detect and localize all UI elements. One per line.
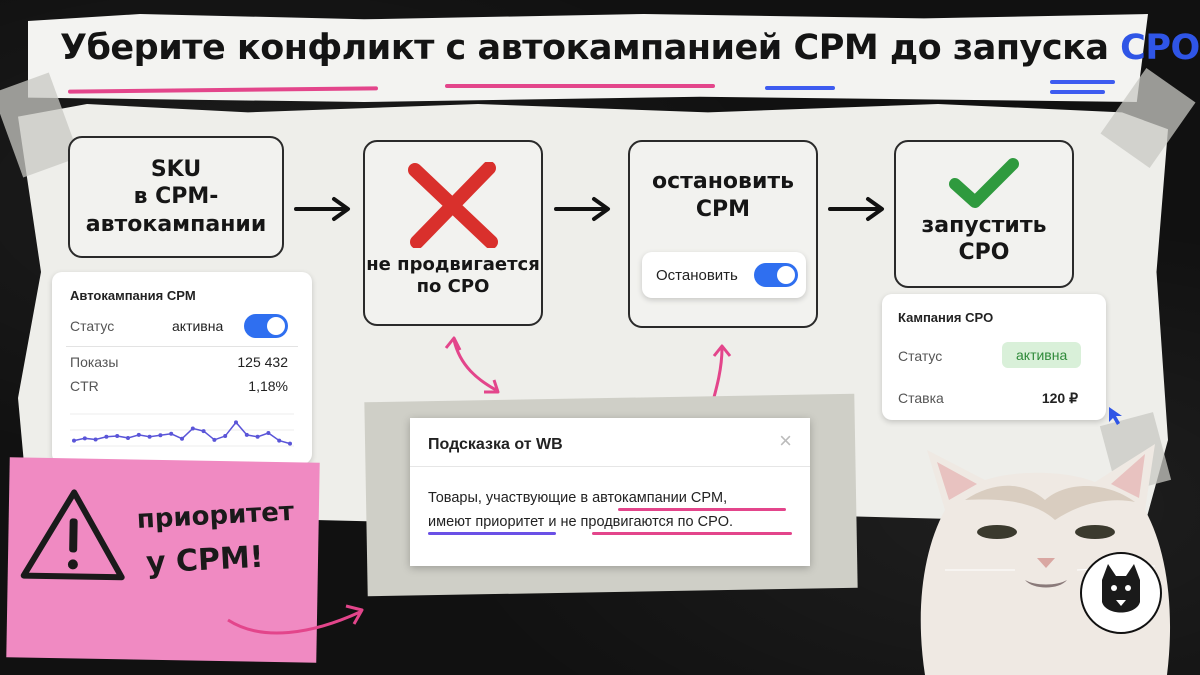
arrow-icon [554,197,610,221]
stop-cpm-control[interactable]: Остановить [642,252,806,298]
pink-sticky-note: приоритет у CPM! [6,457,320,663]
wb-hint-tooltip: Подсказка от WB × Товары, участвующие в … [410,418,810,566]
divider [66,346,298,347]
arrow-icon [294,197,350,221]
sparkline-point [115,434,120,439]
title-part-3: до запуска [878,28,1121,68]
cpm-card-title: Автокампания CPM [70,288,196,303]
cpm-status-toggle[interactable] [244,314,288,338]
sparkline-point [277,438,282,443]
hint-text: Товары, участвующие в автокампании CPM, … [428,486,800,534]
hint-underline-1 [618,508,786,511]
flow-step-stop-cpm: остановить CPM [628,140,818,328]
hint-line-1a: Товары, участвующие в [428,490,593,506]
hint-close-icon[interactable]: × [779,428,792,453]
cpm-status-value: активна [172,318,224,334]
flow-step-3-label: остановить CPM [651,169,795,222]
sparkline-point [82,436,87,441]
sparkline-point [266,431,271,435]
sparkline-point [158,433,163,438]
dog-logo-icon [1080,552,1162,634]
flow-step-1-label: SKU в CPM- автокампании [85,156,267,237]
sparkline-point [126,435,130,440]
divider [410,466,810,467]
hint-line-1b: автокампании CPM, [592,490,728,506]
sparkline-point [180,436,184,441]
flow-step-sku-in-cpm: SKU в CPM- автокампании [68,136,284,258]
hint-underline-3 [592,532,792,535]
page-title: Уберите конфликт с автокампанией CPM до … [60,28,1200,68]
cpo-card-title: Кампания CPO [898,310,994,325]
title-part-1: Уберите конфликт с автокампанией [60,28,794,68]
cursor-icon [1109,407,1122,425]
cpm-sparkline-chart [70,413,294,447]
title-underline-4 [1050,80,1115,84]
cpo-status-badge: активна [1002,342,1082,368]
sticky-line-2: у CPM! [145,539,265,581]
sparkline-point [288,441,292,446]
cpm-campaign-card: Автокампания CPM Статус активна Показы 1… [52,272,312,464]
sparkline-point [212,437,217,442]
sparkline-point [104,434,109,439]
flow-step-not-promoted: не продвигается по CPO [363,140,543,326]
cpo-bid-label: Ставка [898,390,944,406]
hint-underline-2 [428,532,556,535]
sparkline-point [234,420,238,425]
cpm-impressions-label: Показы [70,354,119,370]
title-underline-3 [765,86,835,90]
sparkline-point [244,432,249,437]
sparkline-point [223,434,228,439]
cpo-bid-value: 120 ₽ [1041,390,1078,406]
sparkline-point [136,432,141,437]
warning-icon [20,489,125,581]
sparkline-point [147,434,152,439]
sparkline-point [72,438,76,443]
cpm-impressions-value: 125 432 [237,354,288,370]
flow-step-2-label: не продвигается по CPO [366,253,540,298]
hint-line-2: имеют приоритет и не продвигаются по CPO… [428,514,734,530]
red-cross-icon [408,161,498,248]
cpo-status-label: Статус [898,348,943,364]
hint-title: Подсказка от WB [428,436,563,453]
curved-arrow-icon [227,604,364,635]
sparkline-point [93,437,98,442]
double-arrow-icon [444,336,500,394]
title-part-2: CPM [793,28,879,68]
green-check-icon [949,157,1019,208]
title-underline-5 [1050,90,1105,94]
cpm-status-label: Статус [70,318,115,334]
title-underline-2 [445,84,715,88]
flow-step-launch-cpo: запустить CPO [894,140,1074,288]
sparkline-point [255,434,260,439]
title-part-4: CPO [1120,28,1200,68]
cpo-campaign-card: Кампания CPO Статус активна Ставка 120 ₽ [882,294,1106,420]
sparkline-point [201,429,206,434]
stop-button-label: Остановить [656,267,738,284]
cpm-ctr-value: 1,18% [248,378,288,394]
cpm-ctr-label: CTR [70,378,99,394]
sparkline-point [190,426,195,431]
arrow-icon [828,197,884,221]
sticky-line-1: приоритет [136,496,295,536]
flow-step-4-label: запустить CPO [921,212,1047,266]
stop-toggle[interactable] [754,263,798,287]
sparkline-point [169,431,174,436]
